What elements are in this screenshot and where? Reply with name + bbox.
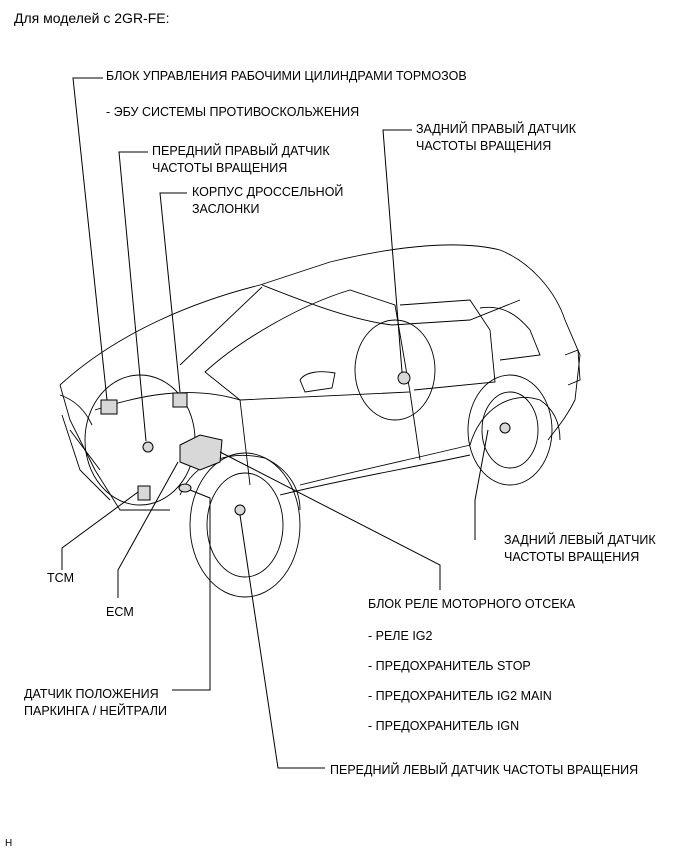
label-throttle-body: КОРПУС ДРОССЕЛЬНОЙ ЗАСЛОНКИ — [192, 185, 344, 216]
front-right-sensor-part — [142, 441, 154, 453]
corner-mark: H — [5, 838, 13, 849]
label-relay-ig2: - РЕЛЕ IG2 — [368, 629, 433, 643]
label-fuse-stop: - ПРЕДОХРАНИТЕЛЬ STOP — [368, 659, 531, 673]
label-tcm: TCM — [47, 571, 75, 585]
label-brake-actuator: БЛОК УПРАВЛЕНИЯ РАБОЧИМИ ЦИЛИНДРАМИ ТОРМ… — [106, 69, 467, 83]
components — [100, 371, 511, 516]
front-left-sensor-part — [234, 504, 246, 516]
page-heading: Для моделей с 2GR-FE: — [14, 10, 170, 26]
throttle-body-part — [172, 392, 188, 408]
label-fuse-ign: - ПРЕДОХРАНИТЕЛЬ IGN — [368, 719, 520, 733]
label-park-neutral-switch: ДАТЧИК ПОЛОЖЕНИЯ ПАРКИНГА / НЕЙТРАЛИ — [24, 687, 167, 718]
label-fuse-ig2-main: - ПРЕДОХРАНИТЕЛЬ IG2 MAIN — [368, 689, 552, 703]
relay-block-part — [179, 434, 223, 471]
label-skid-control-ecu: - ЭБУ СИСТЕМЫ ПРОТИВОСКОЛЬЖЕНИЯ — [106, 105, 360, 119]
brake-actuator-part — [100, 399, 118, 415]
label-front-right-speed-sensor: ПЕРЕДНИЙ ПРАВЫЙ ДАТЧИК ЧАСТОТЫ ВРАЩЕНИЯ — [152, 144, 330, 175]
label-ecm: ECM — [106, 605, 134, 619]
rear-right-sensor-part — [397, 371, 411, 385]
park-neutral-part — [178, 483, 192, 493]
label-rear-right-speed-sensor: ЗАДНИЙ ПРАВЫЙ ДАТЧИК ЧАСТОТЫ ВРАЩЕНИЯ — [416, 122, 576, 153]
leader-lines — [61, 77, 489, 769]
label-front-left-speed-sensor: ПЕРЕДНИЙ ЛЕВЫЙ ДАТЧИК ЧАСТОТЫ ВРАЩЕНИЯ — [330, 763, 639, 777]
car-outline — [59, 244, 581, 598]
label-rear-left-speed-sensor: ЗАДНИЙ ЛЕВЫЙ ДАТЧИК ЧАСТОТЫ ВРАЩЕНИЯ — [504, 533, 656, 564]
rear-left-sensor-part — [499, 422, 511, 434]
label-engine-room-relay-block: БЛОК РЕЛЕ МОТОРНОГО ОТСЕКА — [368, 597, 576, 611]
tcm-part — [137, 485, 151, 501]
